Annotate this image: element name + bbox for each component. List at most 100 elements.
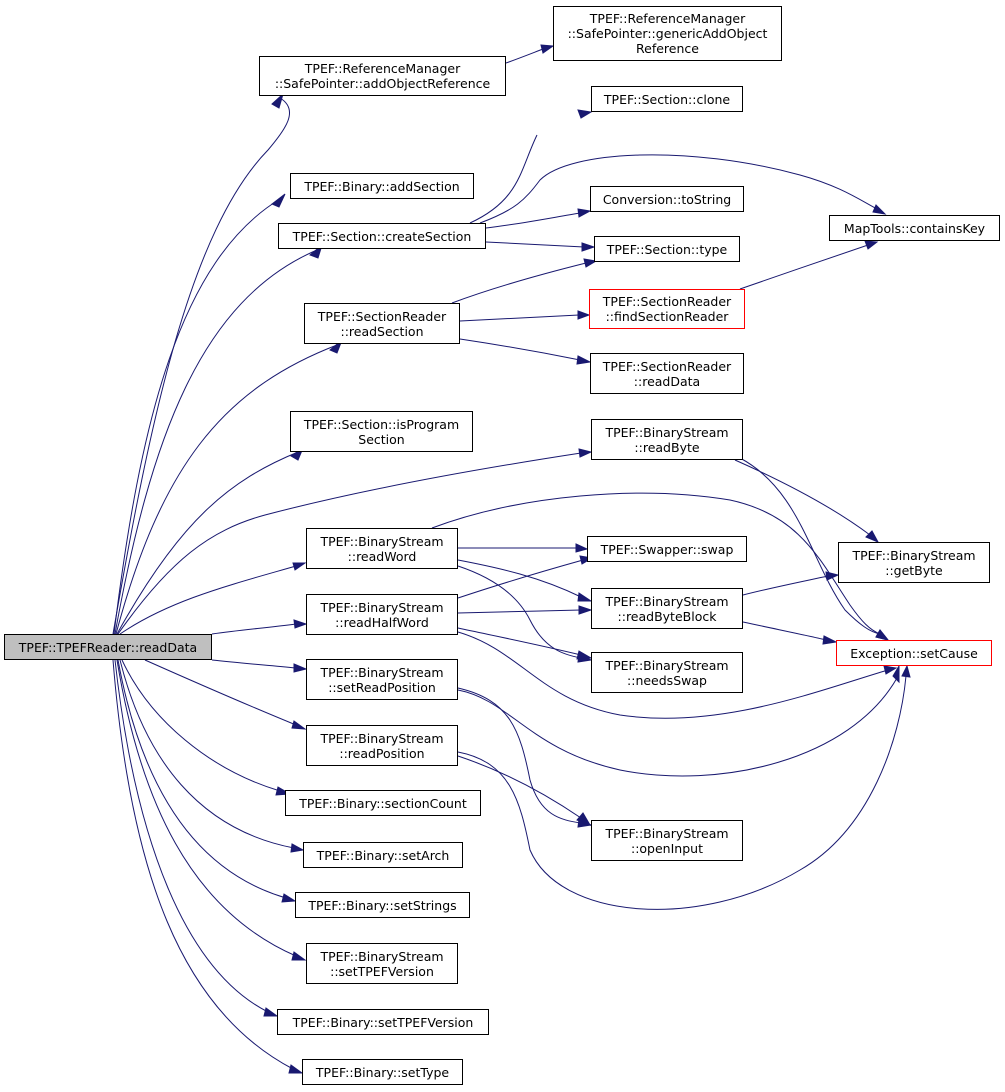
edge-readdata-addobjectreference-line [112, 97, 291, 635]
edge-createsection-tostring-line [485, 212, 581, 229]
node-find-section-reader[interactable]: TPEF::SectionReader ::findSectionReader [589, 289, 745, 329]
edge-readdata-setstrings-line [117, 659, 287, 899]
edge-readdata-bssettpefversion-line [116, 659, 297, 957]
node-sectionreader-readdata[interactable]: TPEF::SectionReader ::readData [590, 353, 744, 394]
node-section-count[interactable]: TPEF::Binary::sectionCount [285, 790, 481, 816]
node-add-object-reference[interactable]: TPEF::ReferenceManager ::SafePointer::ad… [259, 56, 506, 96]
edge-readdata-readword-arrowhead [292, 562, 307, 571]
node-create-section[interactable]: TPEF::Section::createSection [278, 223, 486, 249]
edge-readdata-binsettpefversion-line [114, 659, 269, 1013]
edge-readdata-readbyte-line [117, 452, 582, 635]
edge-setreadposition-setcause [457, 664, 900, 777]
node-is-program-section[interactable]: TPEF::Section::isProgram Section [290, 411, 473, 452]
edge-readdata-isprogramsection-line [116, 451, 299, 635]
node-set-read-position[interactable]: TPEF::BinaryStream ::setReadPosition [306, 659, 458, 700]
edge-readbyteblock-setcause-arrowhead [822, 635, 838, 645]
node-set-arch[interactable]: TPEF::Binary::setArch [303, 842, 463, 868]
edge-readhalfword-swap-line [457, 559, 584, 599]
edge-createsection-clone [469, 109, 593, 224]
node-section-type[interactable]: TPEF::Section::type [594, 236, 740, 262]
edge-readsection-type-arrowhead [583, 258, 598, 268]
edge-readhalfword-needsswap-line [457, 627, 582, 656]
edge-readhalfword-readbyteblock-arrowhead [578, 605, 593, 615]
edge-createsection-type-arrowhead [581, 242, 596, 252]
edge-readword-readbyteblock-line [457, 559, 582, 598]
node-get-byte[interactable]: TPEF::BinaryStream ::getByte [838, 542, 990, 583]
edge-readdata-settype [112, 659, 304, 1074]
edge-readbyte-getbyte [734, 459, 880, 544]
edge-readdata-addsection [113, 193, 286, 635]
edge-readdata-isprogramsection [116, 446, 305, 635]
edge-readword-setcause [431, 492, 890, 641]
edge-readsection-srreaddata-arrowhead [576, 355, 592, 365]
edge-readdata-setstrings [117, 659, 297, 903]
node-read-half-word[interactable]: TPEF::BinaryStream ::readHalfWord [306, 594, 458, 635]
edge-readdata-readposition [144, 659, 307, 730]
edge-readbyte-setcause-line [739, 457, 881, 635]
node-read-byte-block[interactable]: TPEF::BinaryStream ::readByteBlock [591, 588, 743, 629]
node-conversion-tostring[interactable]: Conversion::toString [590, 186, 744, 212]
node-open-input[interactable]: TPEF::BinaryStream ::openInput [591, 820, 743, 861]
edge-readdata-readword [119, 562, 307, 635]
edge-readword-setcause-arrowhead [875, 629, 890, 641]
edge-readhalfword-swap [457, 555, 594, 599]
edge-createsection-type-line [485, 241, 585, 248]
edge-createsection-tostring-arrowhead [577, 208, 592, 218]
edge-readsection-findsectionreader-line [459, 314, 580, 322]
edge-readdata-binsettpefversion [114, 659, 279, 1017]
edge-readhalfword-readbyteblock [457, 605, 593, 615]
edge-createsection-containskey-arrowhead [872, 204, 887, 215]
edge-readbyte-getbyte-arrowhead [865, 530, 880, 544]
node-exception-setcause[interactable]: Exception::setCause [836, 640, 992, 666]
edge-setreadposition-setcause-line [457, 677, 898, 777]
node-needs-swap[interactable]: TPEF::BinaryStream ::needsSwap [591, 652, 743, 693]
edge-readdata-readbyte-arrowhead [578, 448, 593, 458]
node-read-word[interactable]: TPEF::BinaryStream ::readWord [306, 528, 458, 569]
edge-createsection-containskey [479, 154, 887, 224]
edge-createsection-type [485, 241, 596, 252]
edge-createsection-containskey-line [479, 154, 878, 224]
node-read-section[interactable]: TPEF::SectionReader ::readSection [304, 303, 460, 344]
edge-readdata-readbyte [117, 448, 593, 635]
edge-readsection-srreaddata [459, 338, 592, 365]
edge-readbyte-getbyte-line [734, 459, 871, 536]
node-add-section[interactable]: TPEF::Binary::addSection [290, 173, 474, 199]
node-binarystream-settpefversion[interactable]: TPEF::BinaryStream ::setTPEFVersion [306, 943, 458, 984]
node-binary-settpefversion[interactable]: TPEF::Binary::setTPEFVersion [277, 1009, 489, 1035]
edge-readposition-openinput-arrowhead [576, 812, 592, 826]
edge-readdata-setreadposition-arrowhead [293, 663, 308, 673]
edge-readdata-settype-arrowhead [288, 1064, 304, 1074]
edge-readhalfword-setcause-line [457, 631, 889, 719]
edge-addobjectreference-genericaddobjectreference [505, 44, 555, 64]
edge-readsection-findsectionreader-arrowhead [577, 310, 591, 320]
node-generic-add-object-reference[interactable]: TPEF::ReferenceManager ::SafePointer::ge… [553, 6, 782, 61]
edge-createsection-tostring [485, 208, 592, 229]
node-read-byte[interactable]: TPEF::BinaryStream ::readByte [591, 419, 743, 460]
node-maptools-containskey[interactable]: MapTools::containsKey [829, 215, 1000, 241]
edge-readdata-addsection-arrowhead [271, 193, 286, 208]
node-read-position[interactable]: TPEF::BinaryStream ::readPosition [306, 725, 458, 766]
edge-readdata-sectioncount [121, 659, 292, 796]
node-swapper-swap[interactable]: TPEF::Swapper::swap [587, 536, 747, 562]
edge-readword-swap-arrowhead [575, 543, 589, 553]
edge-readdata-setarch [119, 659, 305, 853]
edge-readposition-setcause-arrowhead [901, 664, 911, 678]
edge-readdata-readsection [115, 338, 344, 635]
edge-readposition-openinput-line [457, 755, 582, 819]
edge-readbyteblock-getbyte [742, 571, 840, 596]
edge-readbyteblock-setcause [742, 621, 838, 645]
node-set-strings[interactable]: TPEF::Binary::setStrings [295, 892, 470, 918]
node-section-clone[interactable]: TPEF::Section::clone [591, 86, 743, 112]
node-readdata-root[interactable]: TPEF::TPEFReader::readData [4, 634, 212, 660]
edge-readbyteblock-setcause-line [742, 621, 827, 641]
edge-readposition-openinput [457, 755, 592, 826]
edge-findsectionreader-containskey-arrowhead [864, 240, 879, 250]
edge-readdata-addobjectreference-arrowhead [271, 92, 284, 109]
edge-readdata-bssettpefversion-arrowhead [291, 951, 307, 961]
edge-readsection-type-line [451, 262, 587, 304]
edge-readdata-bssettpefversion [116, 659, 307, 961]
node-set-type[interactable]: TPEF::Binary::setType [302, 1059, 463, 1085]
edge-readdata-addsection-line [113, 198, 281, 635]
edge-readdata-setarch-line [119, 659, 295, 849]
